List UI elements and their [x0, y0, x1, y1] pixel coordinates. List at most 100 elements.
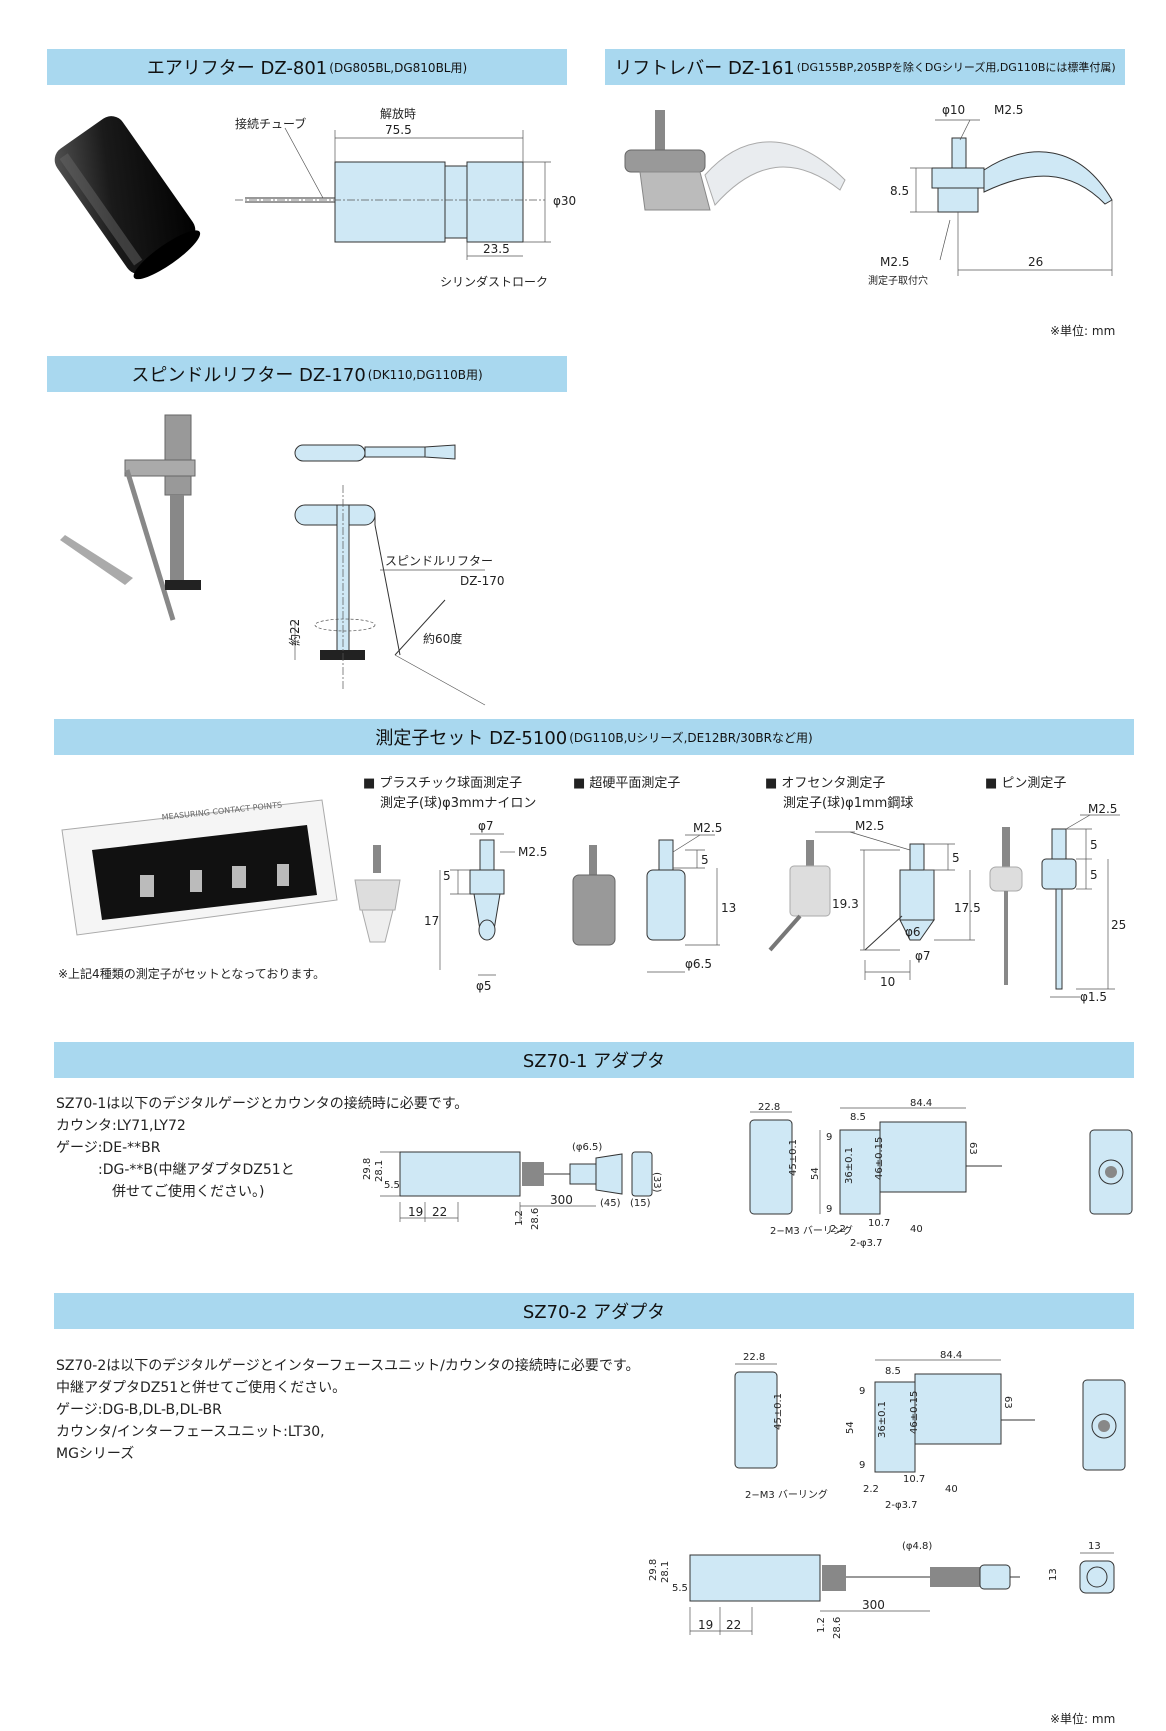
label-model: DZ-170	[460, 574, 504, 588]
sz702-line-1: SZ70-2は以下のデジタルゲージとインターフェースユニット/カウンタの接続時に…	[56, 1358, 640, 1374]
dim-9b: 9	[826, 1204, 832, 1215]
dim-m2-5: M2.5	[1088, 802, 1117, 816]
subtitle-text: (DG155BP,205BPを除くDGシリーズ用,DG110Bには標準付属)	[796, 61, 1116, 74]
dim-63: 63	[967, 1142, 978, 1155]
spindle-lifter-drawing: スピンドルリフター DZ-170 約22 約60度	[287, 444, 504, 706]
dim-36-0-1: 36±0.1	[844, 1147, 855, 1184]
dim-45-0-1: 45±0.1	[773, 1393, 784, 1430]
dim-2-m3: 2−M3 バーリング	[745, 1488, 828, 1501]
item1-header: ■ プラスチック球面測定子	[363, 776, 523, 791]
dim-9a: 9	[826, 1132, 832, 1143]
plastic-ball-contact-drawing: φ7 M2.5 5 17 φ5	[354, 819, 547, 993]
dim-33: (33)	[651, 1172, 662, 1193]
dim-9a: 9	[859, 1386, 865, 1397]
dim-1-2: 1.2	[816, 1617, 827, 1633]
section-title-dz801: エアリフター DZ-801(DG805BL,DG810BL用)	[47, 49, 567, 85]
dim-10-7: 10.7	[868, 1218, 890, 1229]
dim-5: 5	[701, 853, 709, 867]
dim-m2-5: M2.5	[518, 845, 547, 859]
sz702-plan-drawing: 22.8 45±0.1 2−M3 バーリング 84.4 8.5 63 54 36…	[734, 1350, 1126, 1511]
title-text: リフトレバー DZ-161	[614, 58, 795, 79]
item3-header: ■ オフセンタ測定子	[765, 776, 886, 791]
lift-lever-drawing: φ10 M2.5 8.5 M2.5 測定子取付穴 26	[868, 103, 1113, 287]
dim-phi30: φ30	[553, 194, 576, 208]
dim-phi4-8: (φ4.8)	[902, 1541, 932, 1552]
dim-28-6: 28.6	[832, 1617, 843, 1639]
label-tube: 接続チューブ	[235, 116, 306, 131]
dim-19: 19	[408, 1205, 423, 1219]
dim-phi6: φ6	[905, 925, 921, 939]
dim-1-2: 1.2	[514, 1210, 525, 1226]
dim-22: 22	[432, 1205, 447, 1219]
item4-header: ■ ピン測定子	[985, 776, 1067, 791]
spindle-lifter-photo	[60, 414, 201, 621]
dim-300: 300	[550, 1193, 573, 1207]
dim-phi10: φ10	[942, 103, 965, 117]
item3-subheader: 測定子(球)φ1mm鋼球	[783, 796, 914, 811]
dim-2-phi3-7: 2-φ3.7	[885, 1500, 917, 1511]
dim-60deg: 約60度	[423, 631, 462, 646]
label-hole: 測定子取付穴	[868, 274, 928, 287]
dim-m2-5: M2.5	[855, 819, 884, 833]
dim-2-2: 2.2	[830, 1224, 846, 1235]
pin-contact-drawing: M2.5 5 5 25 φ1.5	[989, 802, 1126, 1004]
carbide-flat-contact-drawing: M2.5 5 13 φ6.5	[572, 821, 736, 973]
dim-5: 5	[443, 869, 451, 883]
dim-13b: 13	[1048, 1568, 1059, 1581]
dim-13: 13	[721, 901, 736, 915]
title-text: 測定子セット DZ-5100	[375, 728, 568, 749]
sz702-line-3: ゲージ:DG-B,DL-B,DL-BR	[56, 1402, 222, 1418]
dim-28-1: 28.1	[374, 1160, 385, 1182]
dim-phi6-5: φ6.5	[685, 957, 712, 971]
item2-header: ■ 超硬平面測定子	[573, 776, 681, 791]
dim-45-0-1: 45±0.1	[788, 1139, 799, 1176]
dim-46-0-15: 46±0.15	[874, 1137, 885, 1180]
dim-63: 63	[1002, 1396, 1013, 1409]
dim-phi6-5: (φ6.5)	[572, 1142, 602, 1153]
sz701-line-2: カウンタ:LY71,LY72	[56, 1118, 186, 1134]
dim-84-4: 84.4	[910, 1098, 932, 1109]
label-open: 解放時	[380, 106, 416, 121]
dim-10-7: 10.7	[903, 1474, 925, 1485]
sz701-desc: SZ70-1は以下のデジタルゲージとカウンタの接続時に必要です。 カウンタ:LY…	[56, 1093, 468, 1203]
label-spindle-lifter: スピンドルリフター	[385, 554, 493, 568]
sz702-side-drawing: 29.8 28.1 5.5 19 22 1.2 28.6 300 (φ4.8) …	[648, 1541, 1115, 1639]
unit-note-bottom: ※単位: mm	[1050, 1712, 1116, 1726]
section-title-dz170: スピンドルリフター DZ-170(DK110,DG110B用)	[47, 356, 567, 392]
dim-36-0-1: 36±0.1	[877, 1401, 888, 1438]
dim-10: 10	[880, 975, 895, 989]
dim-29-8: 29.8	[362, 1158, 373, 1180]
dim-phi7: φ7	[478, 819, 494, 833]
sz701-line-1: SZ70-1は以下のデジタルゲージとカウンタの接続時に必要です。	[56, 1096, 469, 1112]
dim-m2-5: M2.5	[994, 103, 1023, 117]
dim-54: 54	[810, 1167, 821, 1180]
dim-13a: 13	[1088, 1541, 1101, 1552]
dim-75-5: 75.5	[385, 123, 412, 137]
dim-22-8: 22.8	[758, 1102, 780, 1113]
dim-8-5: 8.5	[850, 1112, 866, 1123]
label-stroke: シリンダストローク	[440, 274, 548, 289]
subtitle-text: (DG805BL,DG810BL用)	[329, 60, 468, 75]
dim-40: 40	[910, 1224, 923, 1235]
dim-28-1: 28.1	[660, 1561, 671, 1583]
dim-8-5: 8.5	[885, 1366, 901, 1377]
dim-29-8: 29.8	[648, 1559, 659, 1581]
dim-300: 300	[862, 1598, 885, 1612]
item1-subheader: 測定子(球)φ3mmナイロン	[380, 796, 537, 811]
dim-19: 19	[698, 1618, 713, 1632]
dim-45: (45)	[600, 1198, 621, 1209]
sz701-side-drawing: 29.8 28.1 5.5 19 22 1.2 28.6 300 (φ6.5) …	[362, 1142, 662, 1230]
dim-22-8: 22.8	[743, 1352, 765, 1363]
dim-5-5: 5.5	[672, 1583, 688, 1594]
lift-lever-photo	[624, 110, 846, 211]
dim-phi1-5: φ1.5	[1080, 990, 1107, 1004]
dim-9b: 9	[859, 1460, 865, 1471]
dim-26: 26	[1028, 255, 1043, 269]
dim-m2-5b: M2.5	[880, 255, 909, 269]
dim-5-5: 5.5	[384, 1180, 400, 1191]
dim-40: 40	[945, 1484, 958, 1495]
dim-23-5: 23.5	[483, 242, 510, 256]
unit-note-top: ※単位: mm	[1050, 324, 1116, 338]
sz702-line-2: 中継アダプタDZ51と併せてご使用ください。	[56, 1380, 347, 1396]
section-title-sz702: SZ70-2 アダプタ	[54, 1293, 1134, 1329]
